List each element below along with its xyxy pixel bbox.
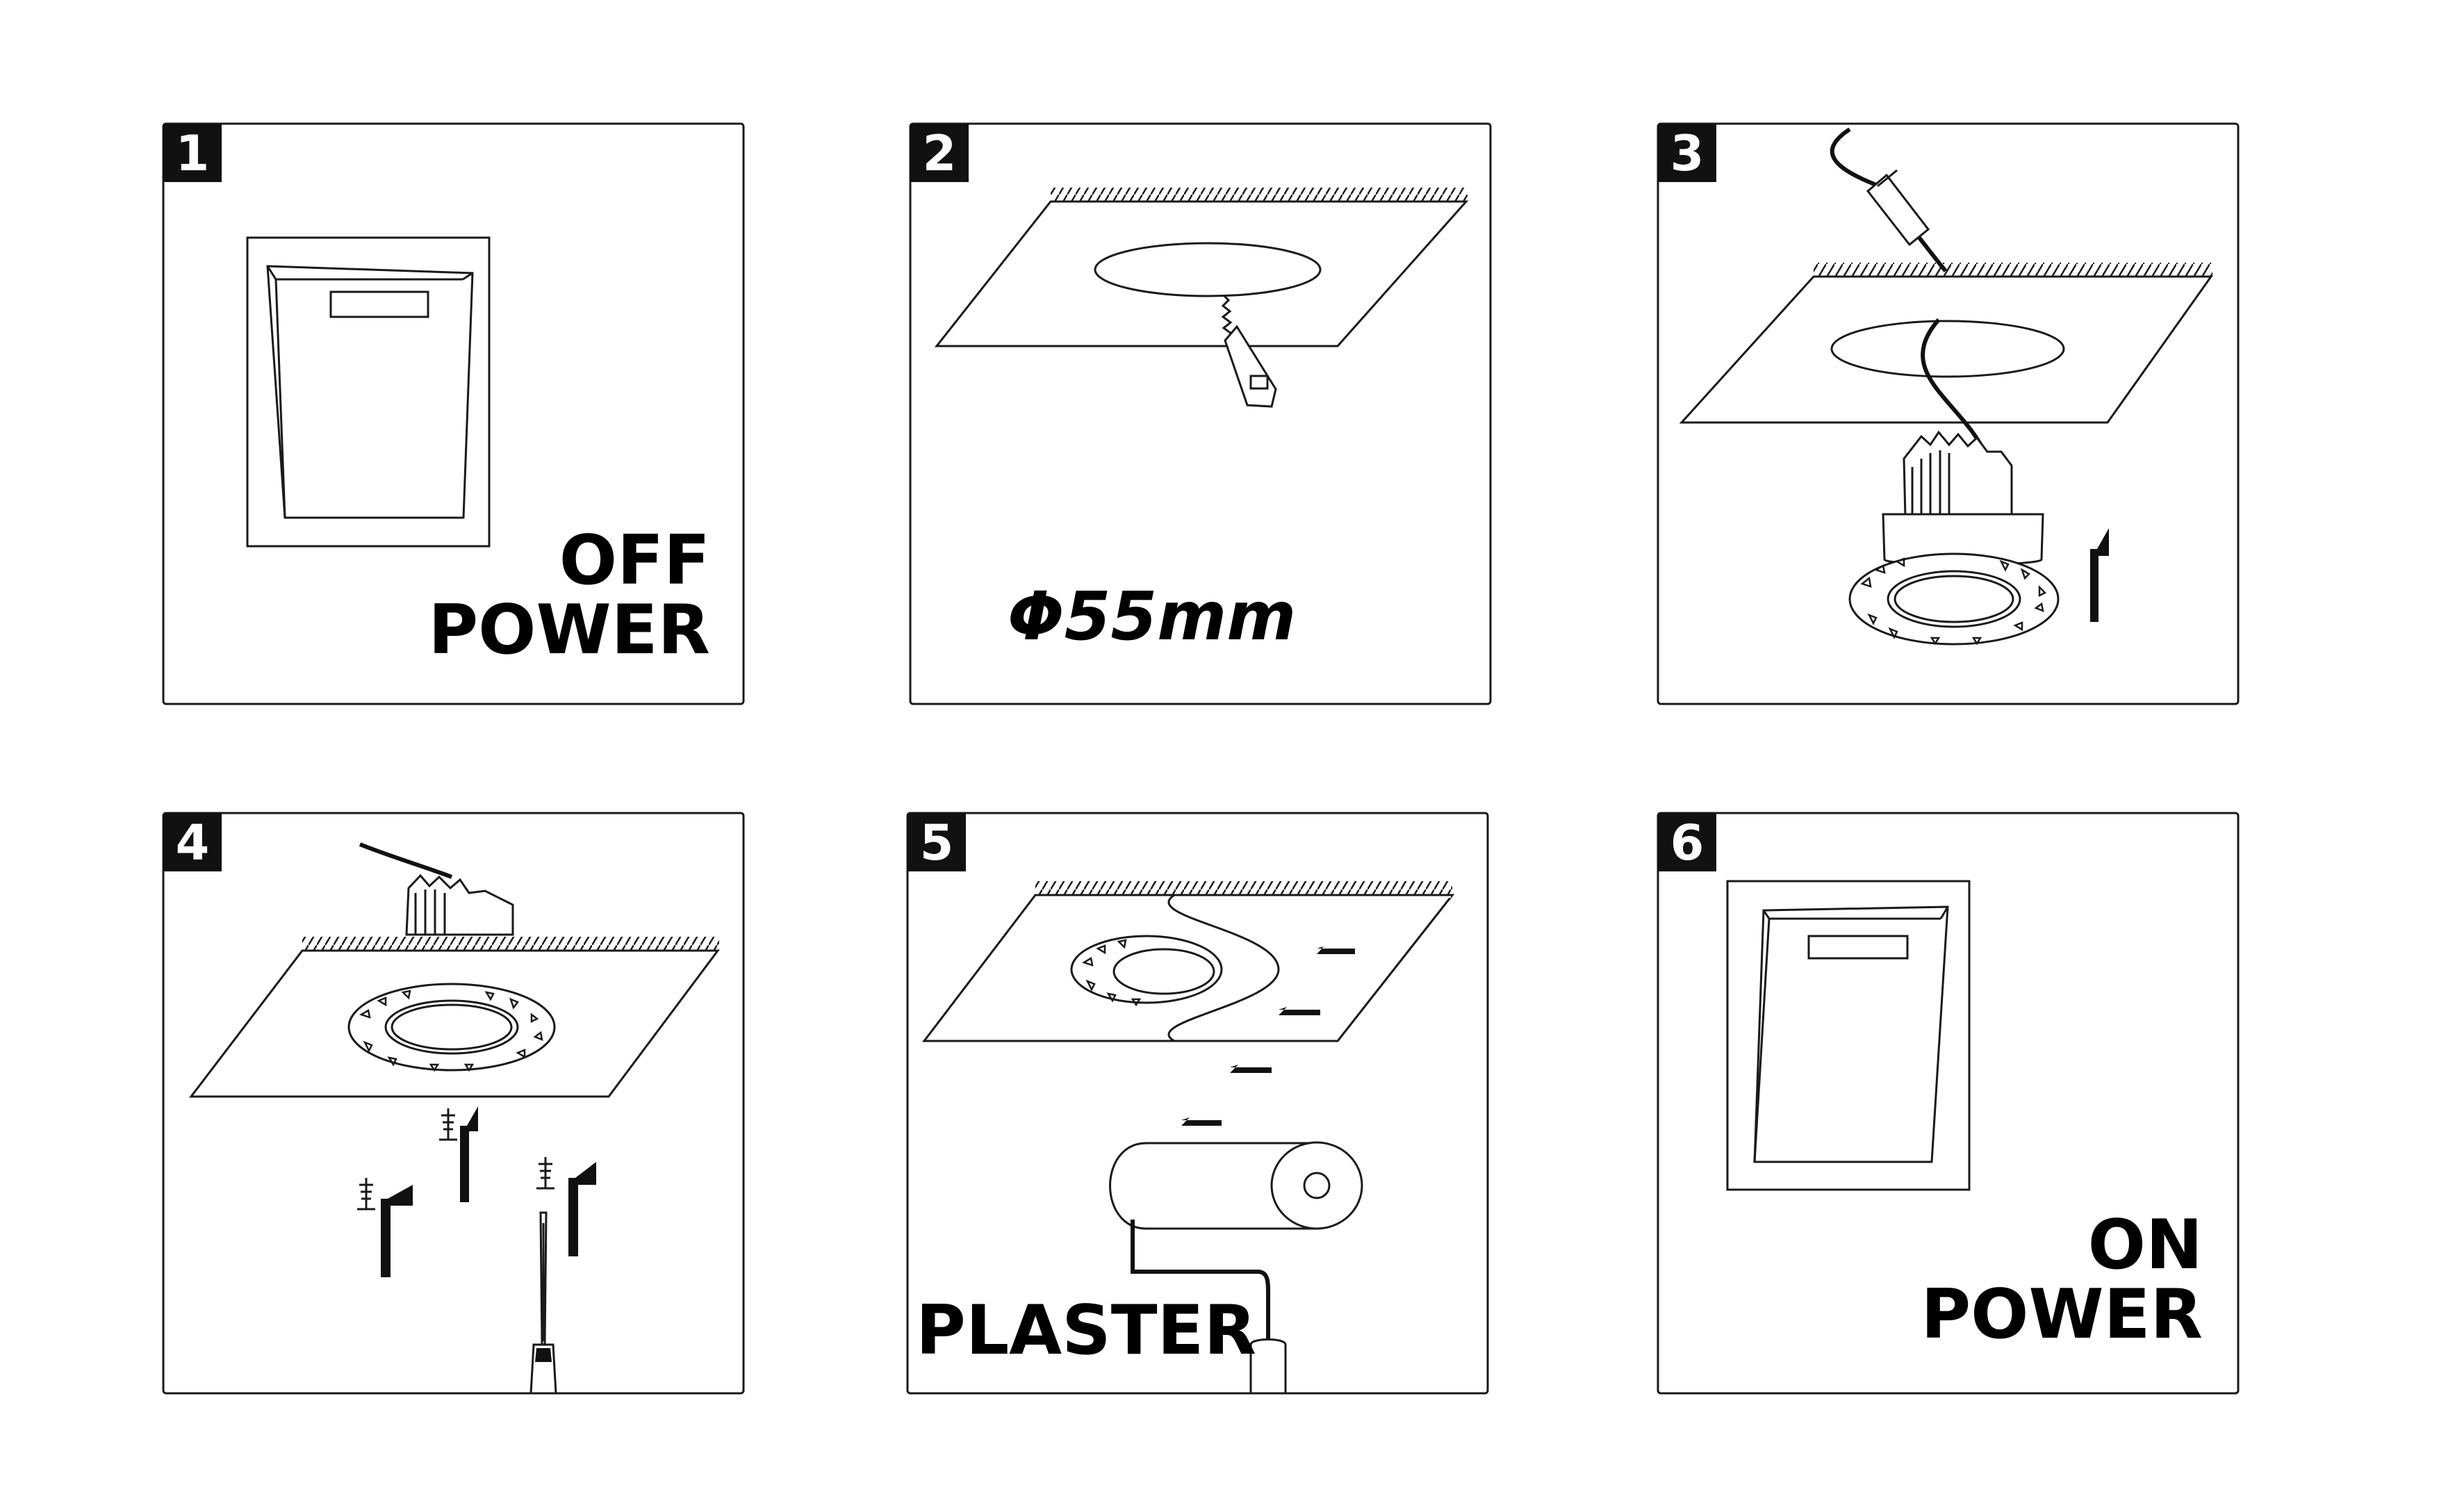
push-up-arrow-icon bbox=[2090, 528, 2109, 622]
step-number: 3 bbox=[1670, 125, 1705, 182]
ceiling-board bbox=[934, 188, 1469, 347]
drywall-screw-icon bbox=[536, 1157, 596, 1256]
plaster-direction-arrows bbox=[1181, 946, 1355, 1126]
step-number: 4 bbox=[176, 814, 210, 871]
drywall-screw-icon bbox=[439, 1106, 478, 1202]
step-5-panel: 5 PLASTER bbox=[906, 812, 1489, 1395]
paint-roller-icon bbox=[1109, 1141, 1363, 1395]
step-number: 2 bbox=[923, 125, 957, 182]
on-label: ON bbox=[2088, 1206, 2203, 1285]
push-up-arrow-icon bbox=[460, 1106, 478, 1202]
screwdriver-icon bbox=[529, 1211, 557, 1395]
step-6-panel: 6 ON POWER bbox=[1657, 812, 2240, 1395]
step-number-badge bbox=[163, 813, 222, 871]
step-number: 6 bbox=[1670, 814, 1705, 871]
step-1-panel: 1 OFF POWER bbox=[162, 122, 745, 705]
ceiling-board bbox=[1679, 263, 2213, 424]
step-4-panel: 4 bbox=[162, 812, 745, 1395]
step-number: 5 bbox=[920, 814, 954, 871]
drywall-screw-icon bbox=[357, 1178, 413, 1277]
led-driver-icon bbox=[1830, 127, 1948, 272]
trim-ring-icon bbox=[347, 983, 556, 1072]
ceiling-board bbox=[921, 881, 1455, 1042]
downlight-module-icon bbox=[359, 842, 514, 936]
power-label: POWER bbox=[1921, 1275, 2203, 1354]
step-3-panel: 3 bbox=[1657, 122, 2240, 705]
off-label: OFF bbox=[559, 521, 710, 600]
step-2-panel: 2 Φ55mm bbox=[909, 122, 1492, 705]
hole-diameter-label: Φ55mm bbox=[1008, 577, 1296, 655]
hand-saw-icon bbox=[1221, 295, 1277, 408]
power-label: POWER bbox=[428, 591, 710, 670]
step-number: 1 bbox=[176, 125, 210, 182]
step-number-badge bbox=[1658, 124, 1716, 182]
step-number-badge bbox=[907, 813, 966, 871]
push-up-arrow-icon bbox=[568, 1162, 596, 1256]
step-number-badge bbox=[163, 124, 222, 182]
push-up-arrow-icon bbox=[381, 1185, 413, 1277]
wall-switch-off-icon bbox=[246, 236, 491, 548]
wall-switch-on-icon bbox=[1726, 880, 1971, 1191]
step-number-badge bbox=[1658, 813, 1716, 871]
step-number-badge bbox=[910, 124, 969, 182]
plaster-label: PLASTER bbox=[916, 1291, 1256, 1370]
downlight-module-icon bbox=[1848, 430, 2060, 646]
